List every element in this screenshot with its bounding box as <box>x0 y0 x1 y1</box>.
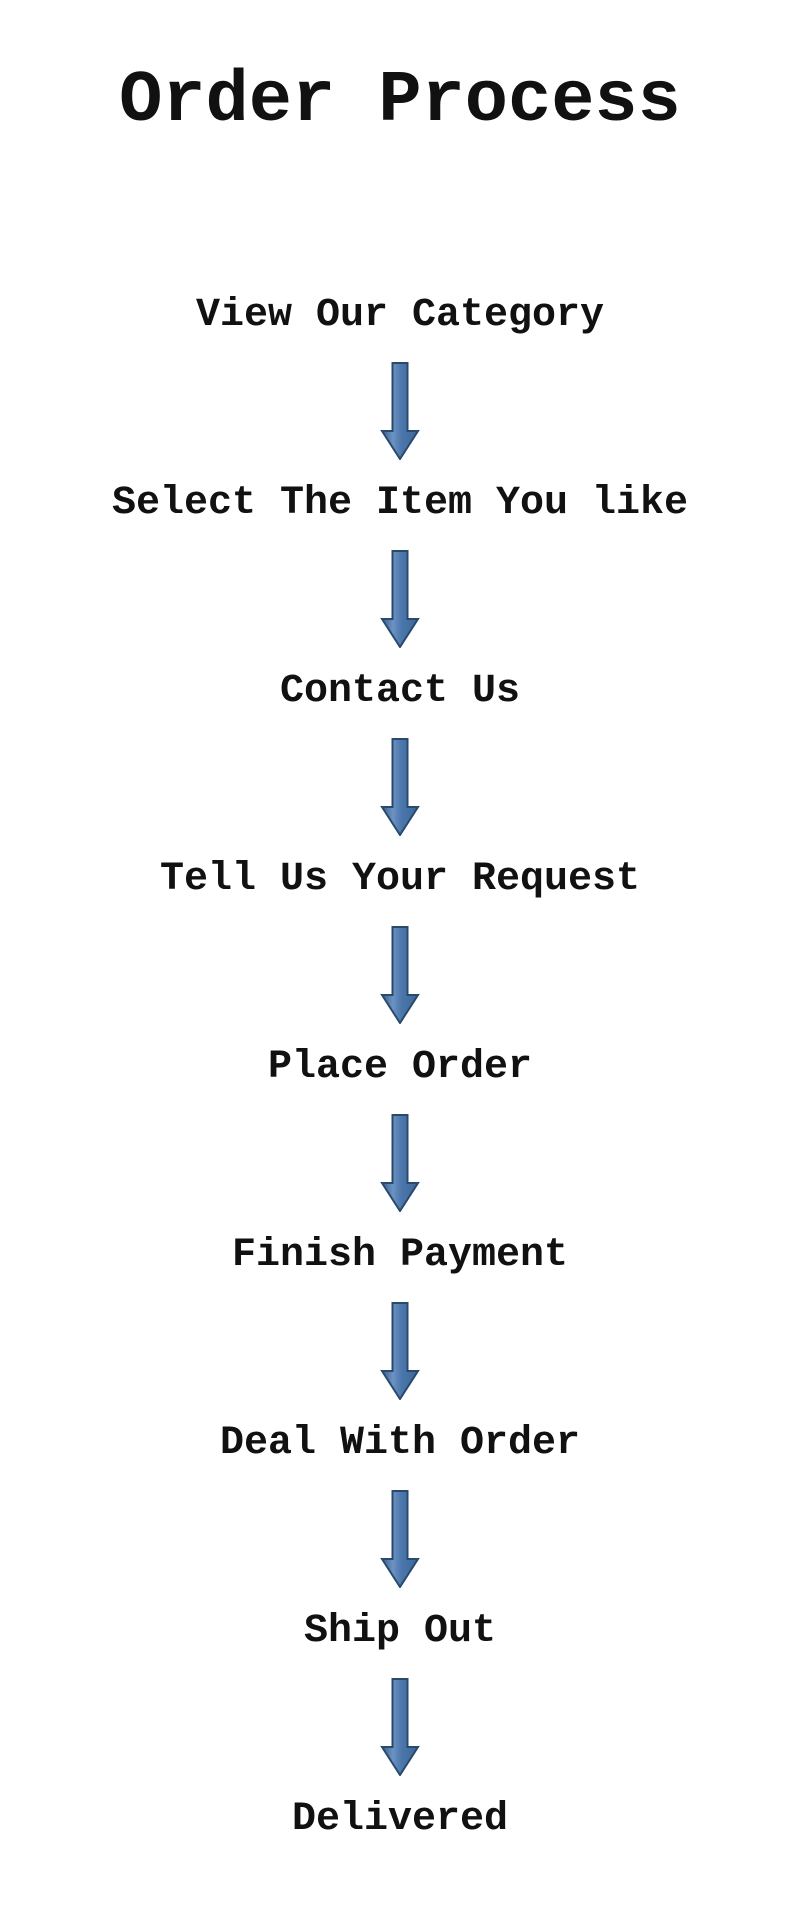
down-arrow-icon <box>380 362 420 461</box>
flow-step-deal-order: Deal With Order <box>219 1421 581 1467</box>
down-arrow-icon <box>380 1678 420 1777</box>
flow-step-select-item: Select The Item You like <box>111 481 689 527</box>
flow-step-delivered: Delivered <box>291 1797 509 1843</box>
down-arrow-icon <box>380 738 420 837</box>
flow-step-finish-payment: Finish Payment <box>231 1233 569 1279</box>
down-arrow-shape <box>380 1490 420 1589</box>
down-arrow-shape <box>380 1678 420 1777</box>
down-arrow-shape <box>380 1302 420 1401</box>
down-arrow-shape <box>380 362 420 461</box>
down-arrow-icon <box>380 1302 420 1401</box>
flow-step-view-category: View Our Category <box>195 293 605 339</box>
down-arrow-icon <box>380 550 420 649</box>
down-arrow-shape <box>380 550 420 649</box>
flow-step-place-order: Place Order <box>267 1045 533 1091</box>
page-title: Order Process <box>119 60 681 142</box>
flow: View Our Category Select The Item You li… <box>112 290 688 1846</box>
down-arrow-icon <box>380 926 420 1025</box>
down-arrow-icon <box>380 1490 420 1589</box>
flow-step-contact-us: Contact Us <box>279 669 521 715</box>
down-arrow-shape <box>380 738 420 837</box>
down-arrow-icon <box>380 1114 420 1213</box>
flow-step-ship-out: Ship Out <box>303 1609 497 1655</box>
flow-step-tell-request: Tell Us Your Request <box>159 857 641 903</box>
down-arrow-shape <box>380 926 420 1025</box>
down-arrow-shape <box>380 1114 420 1213</box>
